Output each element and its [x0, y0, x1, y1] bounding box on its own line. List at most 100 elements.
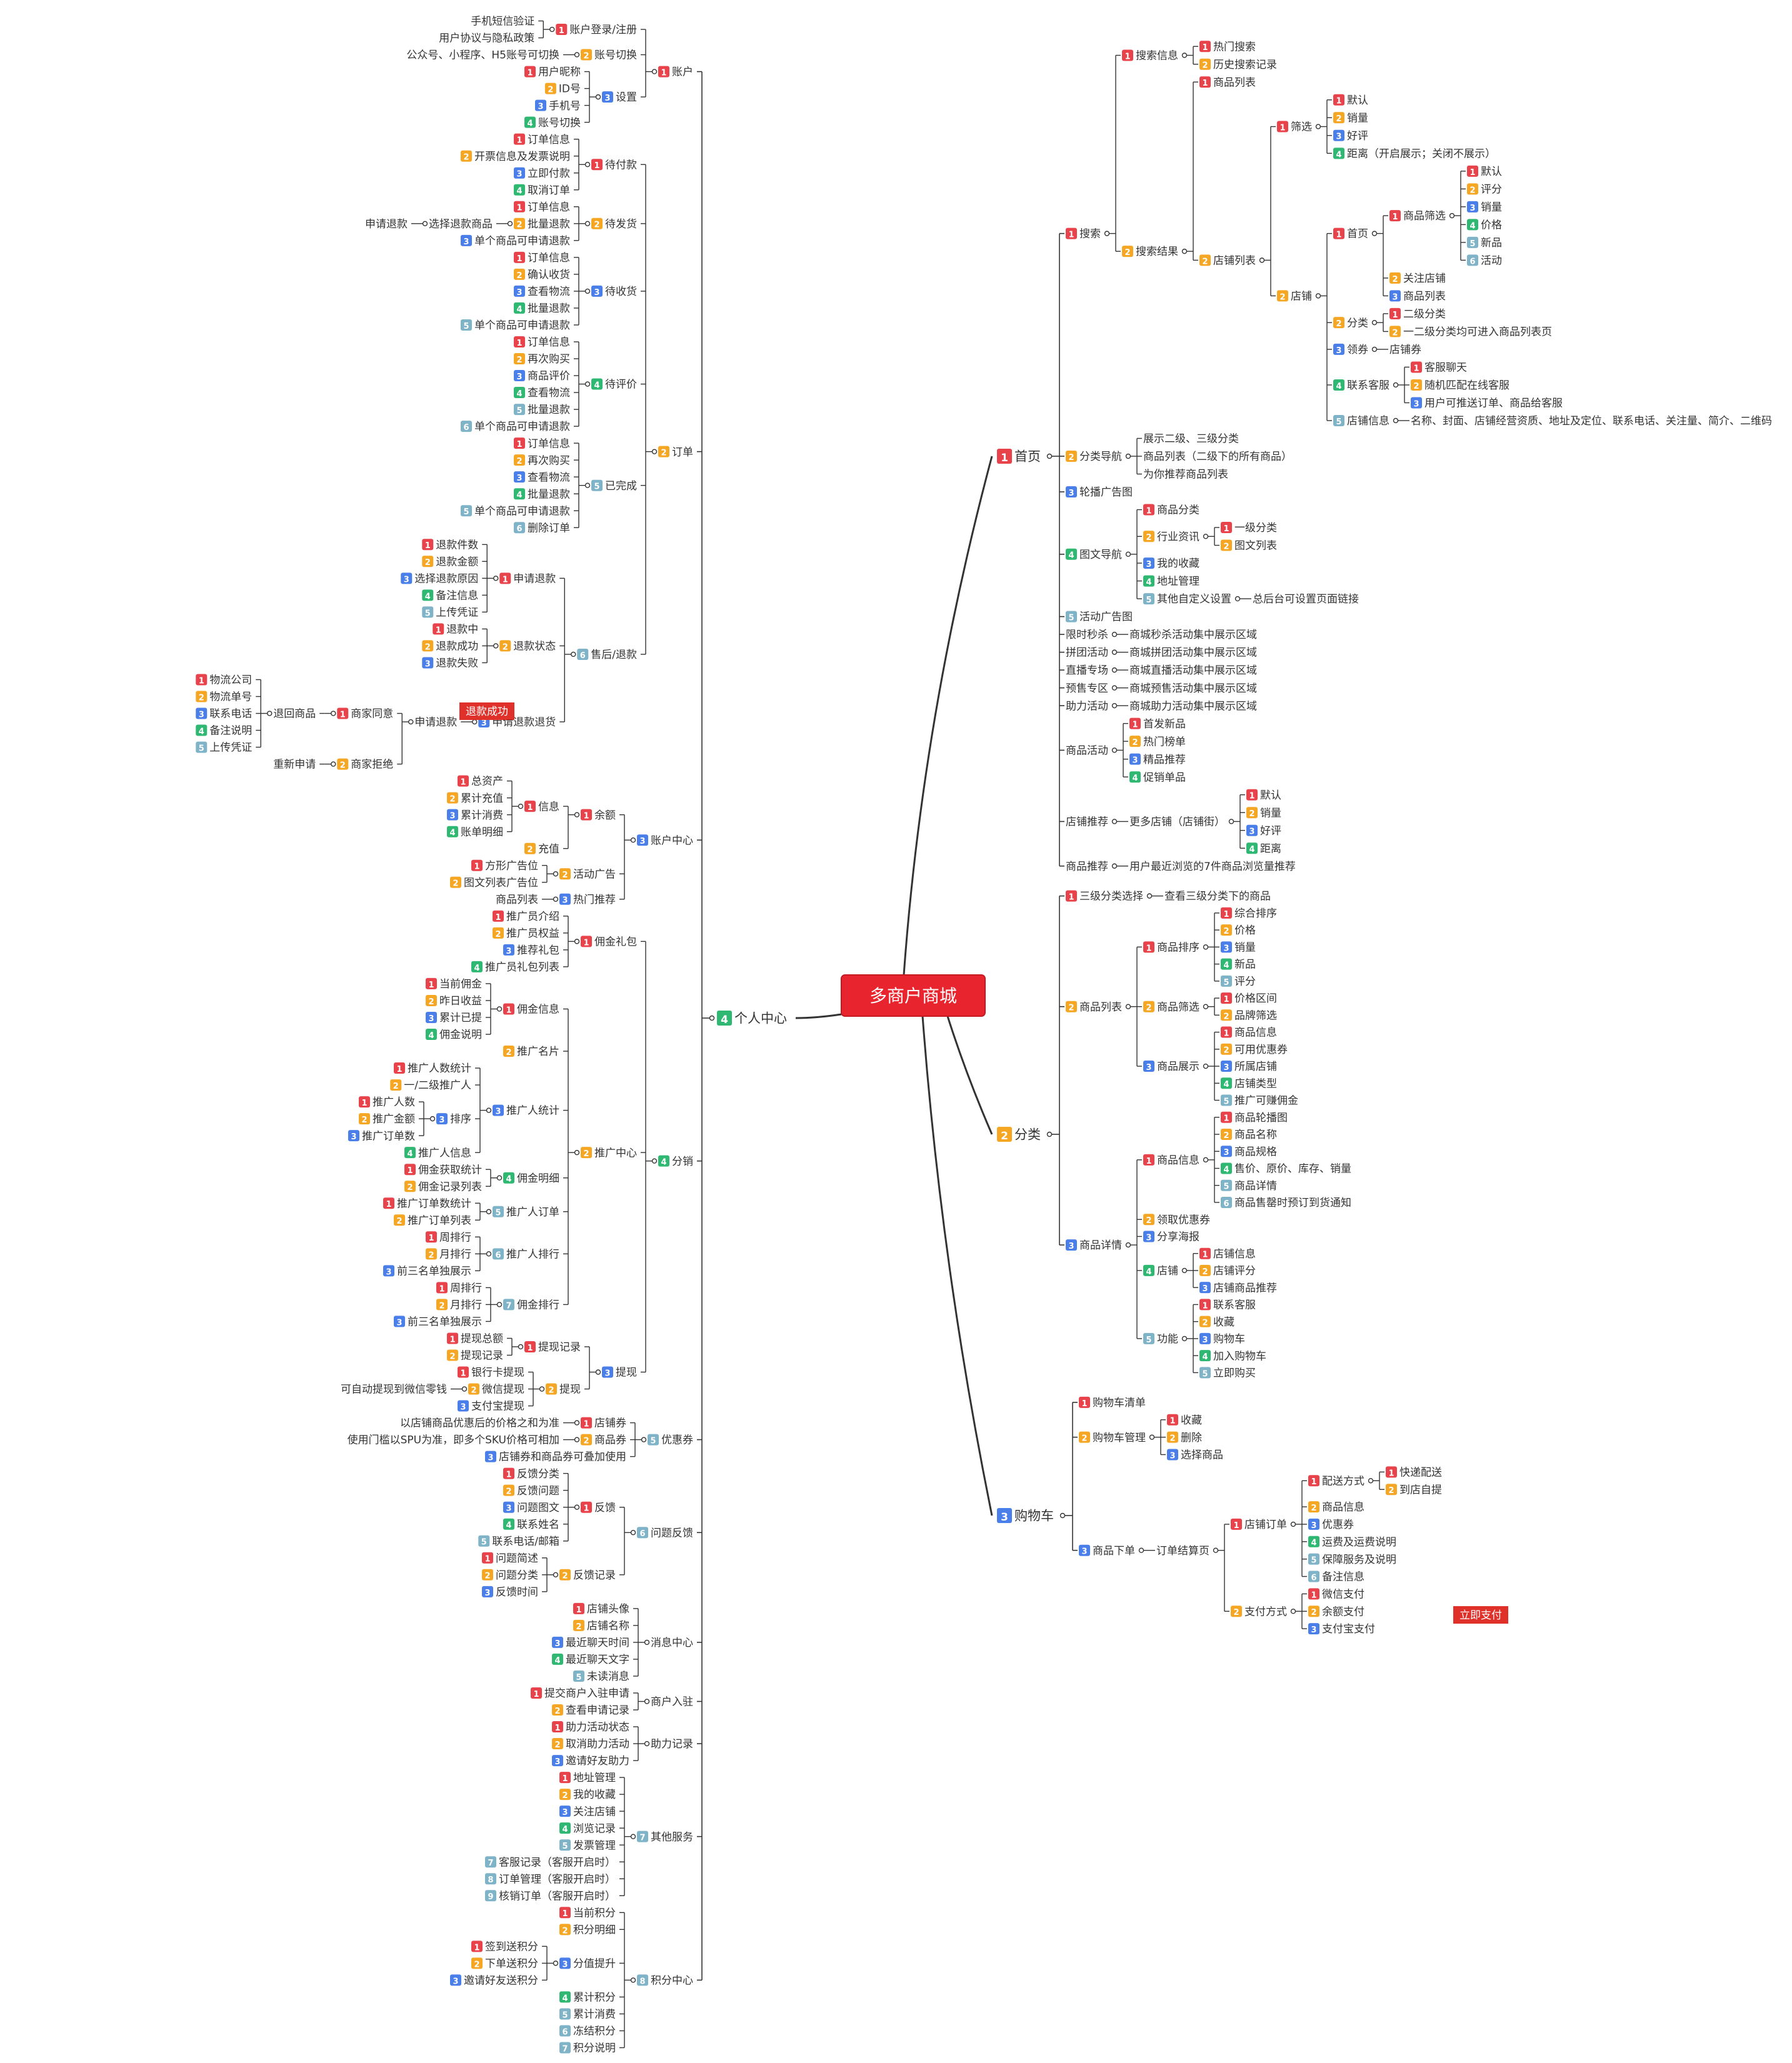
collapse-toggle-icon[interactable] [1111, 702, 1118, 709]
collapse-toggle-icon[interactable] [1259, 257, 1265, 263]
collapse-toggle-icon[interactable] [584, 221, 591, 227]
collapse-toggle-icon[interactable] [574, 1504, 580, 1510]
collapse-toggle-icon[interactable] [1449, 212, 1455, 219]
node-直播专场[interactable]: 直播专场 [1066, 664, 1108, 677]
node-用户协议与隐私政策[interactable]: 用户协议与隐私政策 [439, 32, 534, 45]
collapse-toggle-icon[interactable] [1393, 417, 1399, 424]
node-商品列表[interactable]: 商品列表 [496, 894, 538, 906]
collapse-toggle-icon[interactable] [507, 221, 513, 227]
node-退回商品[interactable]: 退回商品 [273, 708, 316, 721]
collapse-toggle-icon[interactable] [331, 711, 336, 716]
collapse-toggle-icon[interactable] [553, 871, 559, 877]
node-商户入驻[interactable]: 商户入驻 [651, 1696, 693, 1709]
node-以店铺商品优惠后的价格之和为准[interactable]: 以店铺商品优惠后的价格之和为准 [400, 1417, 559, 1430]
collapse-toggle-icon[interactable] [1046, 1131, 1053, 1137]
node-助力记录[interactable]: 助力记录 [651, 1738, 693, 1751]
collapse-toggle-icon[interactable] [1181, 248, 1188, 254]
collapse-toggle-icon[interactable] [1290, 1609, 1296, 1614]
node-商城秒杀活动集中展示区域[interactable]: 商城秒杀活动集中展示区域 [1129, 629, 1257, 641]
collapse-toggle-icon[interactable] [1111, 863, 1118, 869]
node-助力活动[interactable]: 助力活动 [1066, 700, 1108, 712]
node-店铺推荐[interactable]: 店铺推荐 [1066, 816, 1108, 829]
node-手机短信验证[interactable]: 手机短信验证 [471, 16, 534, 28]
collapse-toggle-icon[interactable] [1290, 1521, 1296, 1527]
collapse-toggle-icon[interactable] [549, 26, 555, 32]
collapse-toggle-icon[interactable] [630, 837, 636, 843]
collapse-toggle-icon[interactable] [496, 1302, 503, 1307]
collapse-toggle-icon[interactable] [574, 1149, 580, 1156]
collapse-toggle-icon[interactable] [408, 719, 414, 725]
collapse-toggle-icon[interactable] [422, 221, 428, 227]
collapse-toggle-icon[interactable] [553, 1961, 559, 1966]
collapse-toggle-icon[interactable] [1111, 667, 1118, 673]
node-店铺券[interactable]: 店铺券 [1389, 344, 1421, 356]
